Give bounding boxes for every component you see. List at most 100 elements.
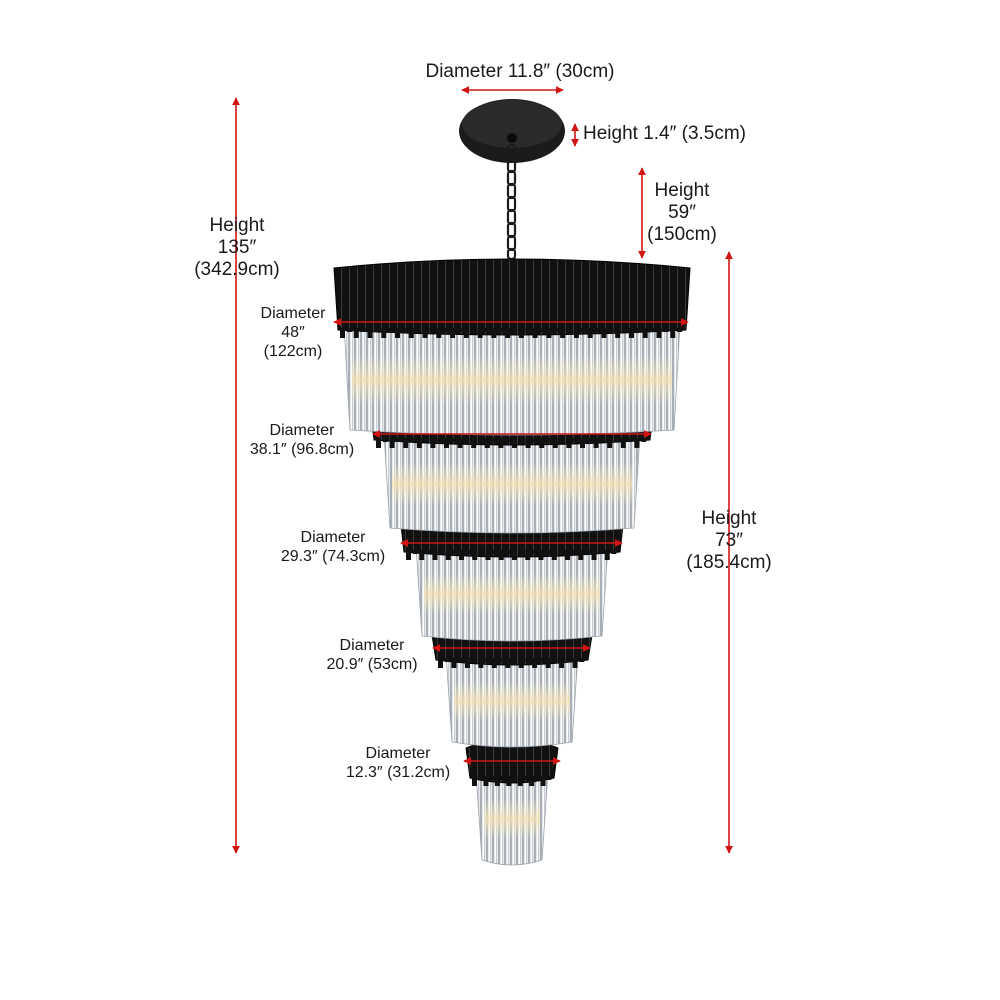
tier-4-rod-tip [485,658,491,662]
tier-3-rod-tip [459,550,464,560]
tier-2-rod-tip [389,438,395,448]
tier-1-rod-tip [353,328,359,338]
tier-5-rod-tip [472,776,477,786]
tier-4-rod-tip [518,658,524,668]
tier-3-rod-tip [439,550,445,554]
tier-2-rod-tip [484,438,490,448]
canopy-height-label: Height 1.4″ (3.5cm) [583,123,747,144]
tier-1-rod-tip [395,328,401,338]
tier-4-rod-tip [451,658,457,668]
tier-3-rod-tip [538,550,544,560]
tier-4-rod-tip [444,658,450,662]
tier-2-rod-tip [607,438,613,448]
tier-1-rod-tip [539,328,545,332]
tier-1-rod-tip [525,328,531,332]
tier-1-rod-tip [573,328,579,338]
tier-1-rod-tip [456,328,462,332]
tier-4 [431,625,593,748]
tier-3-rod-tip [412,550,418,554]
tier-1-rod-tip [622,328,628,332]
tier-2-rod-tip [518,438,524,442]
tier-1-rod-tip [484,328,490,332]
tier-5-rod-tip [494,776,500,786]
tier-1-rod-tip [532,328,538,338]
tier-2-rod-tip [403,438,409,448]
tier-2-rod-tip [573,438,579,442]
tier-2-rod-tip [580,438,585,448]
tier-1-rod-tip [340,328,345,338]
tier-3-rod-tip [518,550,524,554]
tier-1-rod-tip [518,328,524,338]
tier-5-rod-tip [500,776,506,780]
tier-2-rod-tip [423,438,429,442]
tier-2-rod-tip [614,438,619,442]
hanging-chain [506,143,517,261]
tier-1-rod-tip [360,328,366,332]
tier-2-rod-tip [525,438,531,448]
tier-1-rod-tip [491,328,497,338]
tier-1-rod-tip [498,328,504,332]
tier-1-rod-tip [367,328,373,338]
tier-3-rod-tip [425,550,431,554]
tier-4-rod-tip [532,658,538,668]
tier-4-rod-tip [512,658,517,662]
tier-1-rod-tip [388,328,394,332]
tier-3-rod-tip [525,550,531,560]
tier-1-rod-tip [567,328,573,332]
tier-4-rod-tip [565,658,571,662]
canopy-diameter-label: Diameter 11.8″ (30cm) [425,61,615,82]
tier-5-rod-tip [529,776,535,786]
tier-5-rod-tip [483,776,489,786]
tier-2-rod-tip [444,438,449,448]
tier-1-rod-tip [470,328,476,332]
tier-2-rod-tip [416,438,422,448]
tier-2-rod-tip [620,438,626,448]
tier-1-rod-tip [580,328,586,332]
chain-height-label: Height 59″ (150cm) [647,180,717,245]
tier-3-rod-tip [531,550,537,554]
tier-4-rod-tip [545,658,551,668]
tier-2-rod-tip [559,438,565,442]
tier-3-rod-tip [551,550,557,560]
tier-1-rod-tip [374,328,380,332]
tier-1-rod-tip [415,328,421,332]
tier-3-rod-tip [545,550,551,554]
tier-2-rod-tip [634,438,640,448]
body-height-label: Height 73″ (185.4cm) [686,508,772,573]
tier-1 [333,258,691,436]
tier-3-rod-tip [478,550,484,554]
tier-2-rod-tip [532,438,538,442]
tier-2-rod-tip [552,438,558,448]
tier-3-rod-tip [465,550,471,554]
tier-3-light-glow [424,573,600,615]
tier-5-rod-tip [517,776,523,786]
tier-3-rod-tip [591,550,597,560]
tier-3-rod-tip [452,550,458,554]
overall-height-label: Height 135″ (342.9cm) [194,215,280,280]
tier-2-rod-tip [464,438,470,442]
tier-5 [465,738,559,866]
tier-1-diameter-label: Diameter 48″ (122cm) [260,305,326,360]
tier-1-rod-tip [505,328,511,338]
tier-2-diameter-label: Diameter 38.1″ (96.8cm) [249,422,355,458]
tier-4-rod-tip [559,658,565,668]
tier-1-rod-tip [422,328,428,338]
tier-1-rod-tip [663,328,669,332]
tier-4-rod-tip [552,658,558,662]
tier-1-rod-tip [670,328,676,338]
tier-4-rod-tip [478,658,484,668]
tier-1-rod-tip [546,328,552,338]
tier-5-rod-tip [506,776,512,786]
tier-3-rod-tip [406,550,411,560]
tier-1-rod-tip [635,328,641,332]
tier-3-rod-tip [571,550,577,554]
tier-2-rod-tip [546,438,551,442]
tier-2-rod-tip [600,438,606,442]
tier-4-diameter-label: Diameter 20.9″ (53cm) [326,637,418,673]
tier-4-rod-tip [498,658,504,662]
tier-2-rod-tip [471,438,477,448]
tier-4-rod-tip [505,658,511,668]
tier-2-rod-tip [593,438,599,448]
tier-3-rod-tip [505,550,511,554]
